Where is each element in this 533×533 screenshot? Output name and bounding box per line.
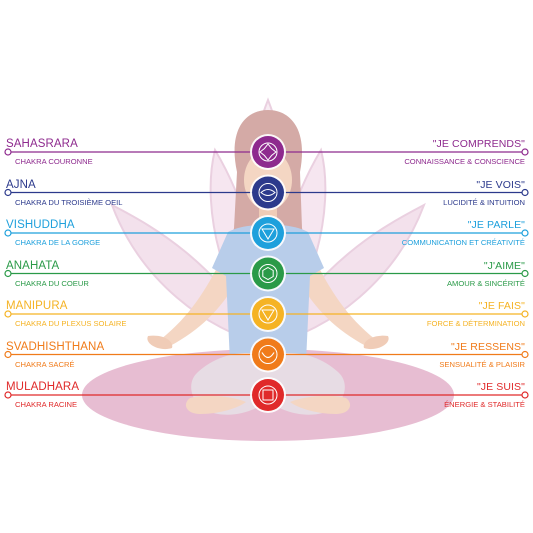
chakra-mantra: "JE FAIS" <box>478 300 525 312</box>
chakra-quality: ÉNERGIE & STABILITÉ <box>444 400 525 409</box>
line-end-left <box>4 269 12 278</box>
line-end-left <box>4 229 12 237</box>
chakra-row-sahasrara: SAHASRARA CHAKRA COURONNE "JE COMPRENDS" CO… <box>0 138 533 181</box>
chakra-quality: SENSUALITÉ & PLAISIR <box>439 359 525 369</box>
right-foot <box>290 395 351 414</box>
chakra-mantra: "JE PARLE" <box>467 219 525 231</box>
chakra-quality: LUCIDITÉ & INTUITION <box>443 197 525 207</box>
chakra-row-muladhara: MULADHARA CHAKRA RACINE "JE SUIS" ÉNERGIE &… <box>0 381 533 424</box>
muladhara-square-icon <box>250 377 286 413</box>
chakra-subtitle: CHAKRA DU TROISIÈME OEIL <box>15 197 123 207</box>
chakra-subtitle: CHAKRA DU COEUR <box>15 278 89 288</box>
chakra-row-vishuddha: VISHUDDHA CHAKRA DE LA GORGE "JE PARLE" COM… <box>0 219 533 262</box>
line-end-right <box>521 391 529 399</box>
line-end-left <box>4 148 12 156</box>
chakra-subtitle: CHAKRA DU PLEXUS SOLAIRE <box>15 319 127 328</box>
chakra-row-svadhishthana: SVADHISHTHANA CHAKRA SACRÉ "JE RESSENS" SEN… <box>0 340 533 384</box>
left-hand <box>147 335 173 350</box>
chakra-quality: COMMUNICATION ET CRÉATIVITÉ <box>401 238 525 247</box>
manipura-triangle-icon <box>250 296 286 332</box>
line-end-right <box>521 310 529 318</box>
chakra-subtitle: CHAKRA RACINE <box>15 400 78 409</box>
chakra-row-anahata: ANAHATA CHAKRA DU COEUR "J'AIME" AMOUR & SI… <box>0 259 533 303</box>
line-end-right <box>521 148 529 156</box>
chakra-quality: CONNAISSANCE & CONSCIENCE <box>404 157 525 166</box>
chakra-mantra: "J'AIME" <box>483 259 525 272</box>
chakra-name: ANAHATA <box>6 259 60 272</box>
ajna-eye-icon <box>250 174 286 211</box>
chakra-name: SAHASRARA <box>6 138 78 150</box>
chakra-name: MANIPURA <box>6 300 68 312</box>
chakra-mantra: "JE COMPRENDS" <box>432 138 525 150</box>
chakra-name: MULADHARA <box>6 381 80 393</box>
right-arm <box>298 258 376 346</box>
line-end-left <box>4 310 12 318</box>
chakra-mantra: "JE VOIS" <box>476 178 525 191</box>
line-end-right <box>521 229 529 237</box>
chakra-mantra: "JE RESSENS" <box>450 340 525 353</box>
sahasrara-lotus-icon <box>250 134 286 170</box>
line-end-left <box>4 188 12 197</box>
chakra-quality: FORCE & DÉTERMINATION <box>426 319 525 328</box>
chakra-subtitle: CHAKRA DE LA GORGE <box>15 238 101 247</box>
chakra-name: AJNA <box>6 178 36 191</box>
chakra-quality: AMOUR & SINCÉRITÉ <box>446 278 525 288</box>
line-end-right <box>521 269 529 278</box>
shirt <box>212 224 324 362</box>
chakra-icons <box>250 134 286 413</box>
chakra-mantra: "JE SUIS" <box>476 381 525 393</box>
chakra-subtitle: CHAKRA SACRÉ <box>15 359 75 369</box>
right-hand <box>363 335 389 350</box>
anahata-star-icon <box>250 255 286 292</box>
left-foot <box>185 395 246 414</box>
chakra-name: VISHUDDHA <box>6 219 75 231</box>
chakra-row-manipura: MANIPURA CHAKRA DU PLEXUS SOLAIRE "JE FAIS… <box>0 300 533 343</box>
chakra-name: SVADHISHTHANA <box>6 340 105 353</box>
left-arm <box>160 258 238 346</box>
line-end-left <box>4 391 12 399</box>
svadhishthana-crescent-icon <box>250 336 286 373</box>
line-end-right <box>521 350 529 359</box>
chakra-subtitle: CHAKRA COURONNE <box>15 157 93 166</box>
vishuddha-triangle-icon <box>250 215 286 251</box>
chakra-row-ajna: AJNA CHAKRA DU TROISIÈME OEIL "JE VOIS" LUC… <box>0 178 533 222</box>
line-end-left <box>4 350 12 359</box>
line-end-right <box>521 188 529 197</box>
